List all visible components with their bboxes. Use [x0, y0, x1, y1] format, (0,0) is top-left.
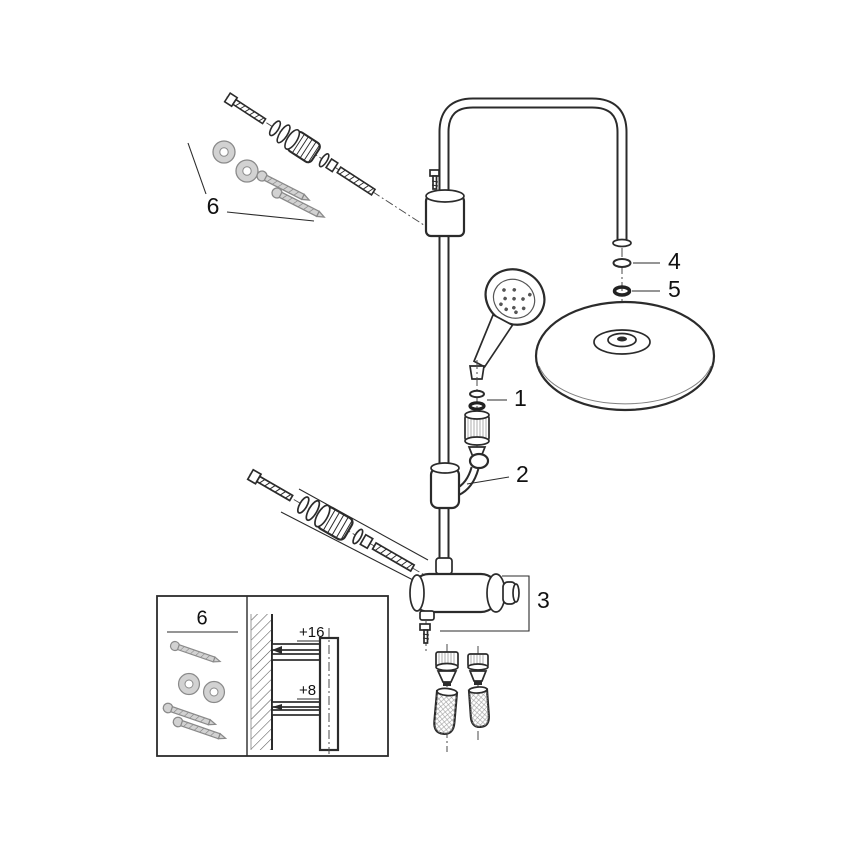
- inset-box: 6 +16 +8: [156, 595, 389, 757]
- washer-icon: [212, 140, 236, 164]
- handset-connector-nut: [464, 410, 490, 460]
- washer-icon: [177, 672, 201, 696]
- label-part-3: 3: [537, 587, 550, 613]
- label-part-4: 4: [668, 248, 681, 274]
- hose-connector-left: [433, 644, 459, 752]
- handset-seal-rings: 1: [464, 385, 527, 460]
- small-screw-icon: [419, 620, 431, 654]
- bottom-fittings: [419, 620, 490, 752]
- arrow-icon: [272, 646, 282, 654]
- label-part-2: 2: [516, 461, 529, 487]
- inset-wall-section: +16 +8: [250, 614, 340, 754]
- arm-end-flange: [612, 238, 632, 248]
- label-part-1: 1: [514, 385, 527, 411]
- hand-shower: [469, 268, 546, 468]
- fastener-chain-mid: [242, 462, 475, 612]
- head-hub-center: [617, 336, 627, 342]
- hose-connector-right: [467, 646, 490, 740]
- shower-rail-and-arm: [438, 97, 632, 574]
- handset-holder: 2: [429, 452, 529, 510]
- diverter-valve: 3: [409, 557, 550, 632]
- seal-ring-1b: [468, 401, 486, 411]
- seal-ring-4: [612, 258, 632, 268]
- inset-hardware-panel: 6: [161, 607, 238, 744]
- seal-ring-5: [612, 285, 632, 297]
- dim-plus8: +8: [299, 682, 316, 699]
- dim-plus16: +16: [299, 624, 324, 641]
- rain-shower-head: [534, 300, 716, 412]
- spray-face-dots: [499, 288, 532, 315]
- arrow-icon: [272, 704, 282, 710]
- wall-hatching: [251, 614, 272, 750]
- inset-label-6: 6: [196, 607, 207, 629]
- wall-bracket-top: [424, 169, 466, 238]
- arm-seal-rings: 4 5: [612, 248, 681, 334]
- mounting-hardware-group-top: 6: [187, 140, 328, 223]
- washer-icon: [202, 680, 226, 704]
- seal-ring-1a: [469, 389, 485, 399]
- label-part-6: 6: [207, 193, 220, 219]
- label-part-5: 5: [668, 276, 681, 302]
- washer-icon: [235, 159, 259, 183]
- bracket-screw-icon: [429, 169, 440, 190]
